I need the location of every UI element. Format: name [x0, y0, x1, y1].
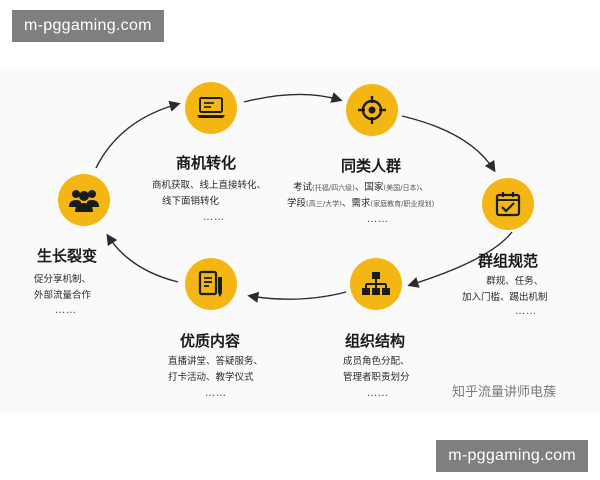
arrow-structure-to-content: [247, 291, 347, 303]
desc-merchant-conversion: 商机获取、线上直接转化、 线下面销转化: [152, 180, 267, 207]
image-watermark: 知乎流量讲师电蔟: [452, 385, 557, 400]
diagram-panel: [0, 68, 600, 413]
dots-group-rules: ……: [515, 306, 537, 317]
node-merchant-conversion: [185, 82, 237, 134]
org-chart-icon: [362, 272, 390, 295]
desc-quality-content: 直播讲堂、答疑服务、 打卡活动、教学仪式: [168, 356, 264, 383]
title-merchant-conversion: 商机转化: [176, 154, 237, 172]
laptop-icon: [197, 97, 225, 118]
site-badge-top: m-pggaming.com: [12, 10, 164, 42]
node-similar-crowd: [346, 84, 398, 136]
node-growth-fission: [58, 174, 110, 226]
desc-growth-fission: 促分享机制、 外部流量合作: [34, 274, 92, 301]
node-group-rules: [482, 178, 534, 230]
site-badge-bottom: m-pggaming.com: [436, 440, 588, 472]
dots-quality-content: ……: [205, 388, 227, 399]
arrow-growth-to-merchant: [95, 100, 181, 169]
desc-group-rules: 群规、任务、 加入门槛、踢出机制: [462, 276, 548, 303]
arrow-content-to-growth: [106, 233, 179, 283]
arrow-similar-to-group: [401, 115, 496, 173]
target-icon: [358, 96, 386, 124]
arrow-merchant-to-similar: [243, 92, 343, 103]
dots-merchant-conversion: ……: [203, 212, 225, 223]
calendar-check-icon: [495, 192, 521, 217]
arrow-group-to-structure: [407, 231, 513, 288]
title-growth-fission: 生长裂变: [37, 247, 98, 265]
document-pen-icon: [198, 270, 222, 297]
people-group-icon: [69, 190, 99, 212]
dots-similar-crowd: ……: [367, 214, 389, 225]
title-group-rules: 群组规范: [478, 252, 539, 270]
dots-growth-fission: ……: [55, 305, 77, 316]
title-org-structure: 组织结构: [345, 332, 406, 350]
desc-org-structure: 成员角色分配、 管理者职责划分: [343, 356, 410, 383]
desc-similar-crowd: 考试(托福/四六级)、国家(美国/日本)、 学段(高三/大学)、需求(家庭教育/…: [287, 182, 435, 209]
dots-org-structure: ……: [367, 388, 389, 399]
node-quality-content: [185, 258, 237, 310]
node-org-structure: [350, 258, 402, 310]
title-similar-crowd: 同类人群: [341, 157, 402, 175]
title-quality-content: 优质内容: [180, 332, 241, 350]
